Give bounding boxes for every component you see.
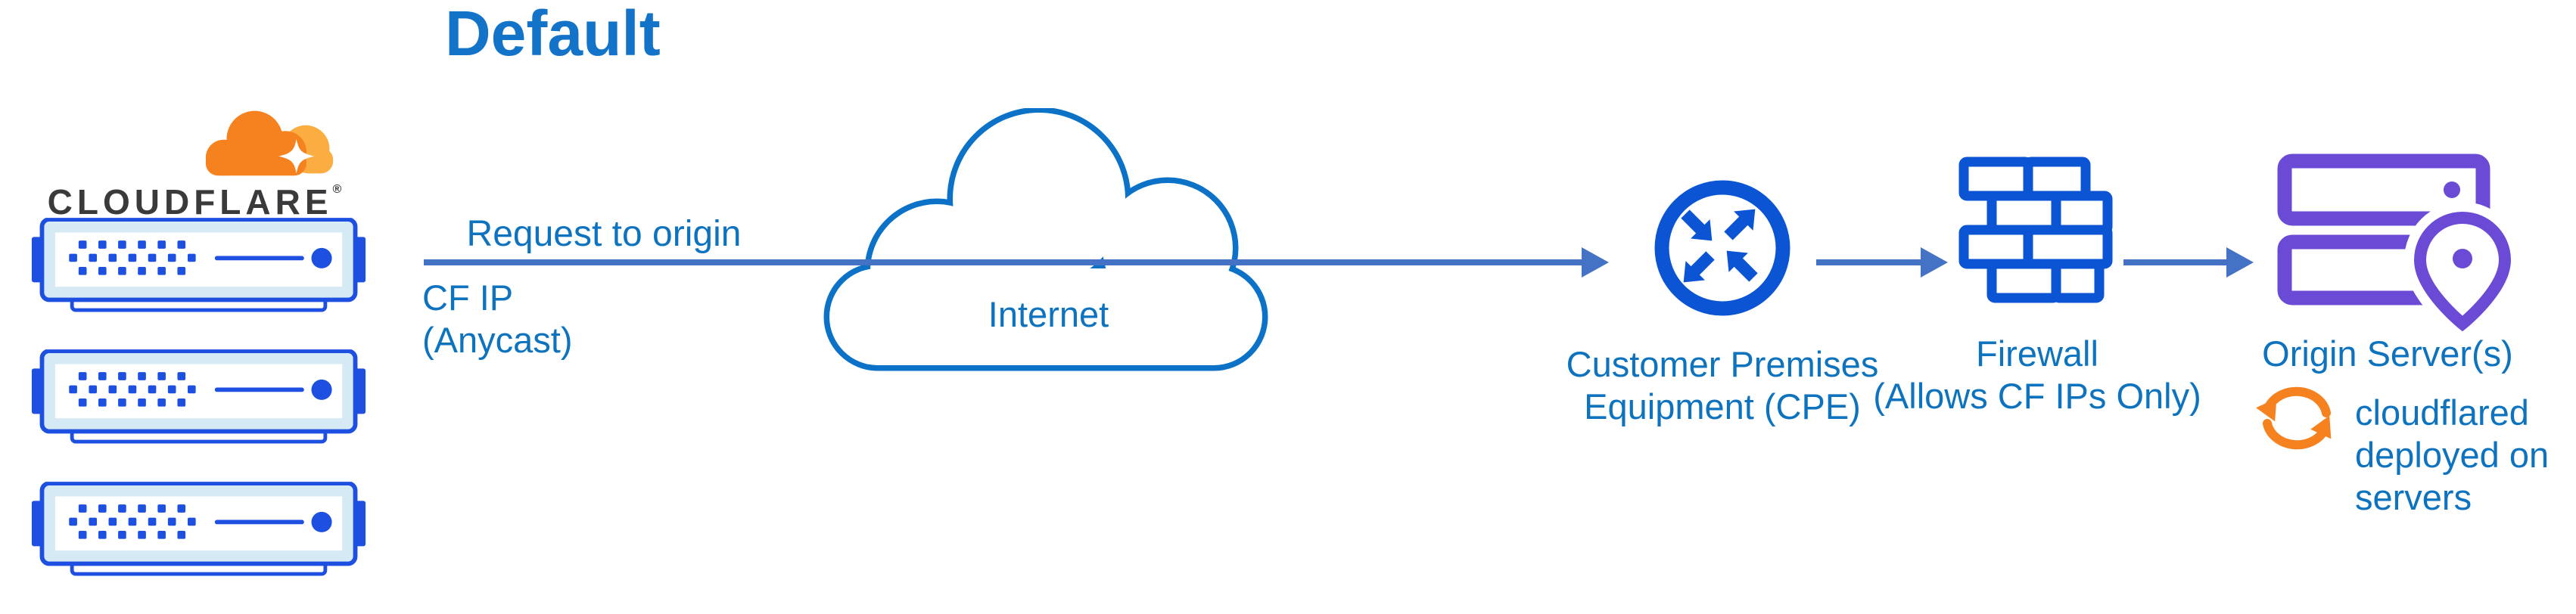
cpe-firewall-arrowhead-icon [1921,247,1948,278]
server-location-pin-icon [2277,154,2512,334]
sync-arrows-icon [2256,386,2332,450]
server-rack-icon [30,349,367,448]
firewall-label: Firewall (Allows CF IPs Only) [1873,333,2201,416]
logo-main-cloud [205,110,307,176]
logo-flare-icon [278,138,315,174]
firewall-origin-arrow-line [2123,259,2228,265]
cf-ip-anycast-label: CF IP (Anycast) [422,278,573,360]
server-rack-icon [30,482,367,580]
page-title: Default [445,0,661,69]
cpe-firewall-arrow-line [1816,259,1922,265]
request-arrow-line [424,259,1583,265]
router-crossed-arrows-icon [1654,180,1790,316]
request-to-origin-label: Request to origin [466,214,742,254]
registered-mark: ® [332,183,342,196]
internet-label: Internet [988,294,1109,334]
origin-server-label: Origin Server(s) [2262,333,2513,374]
cloudflare-wordmark: CLOUDFLARE® [42,181,347,222]
cloudflare-cloud-logo [205,110,334,176]
firewall-origin-arrowhead-icon [2226,247,2254,278]
cloud-icon [823,108,1268,371]
cpe-label: Customer Premises Equipment (CPE) [1566,344,1879,426]
wordmark-text: CLOUDFLARE [47,182,333,222]
cloudflared-note: cloudflared deployed on servers [2355,392,2550,517]
brick-wall-icon [1958,157,2113,303]
server-rack-icon [30,218,367,316]
request-arrowhead-icon [1582,247,1609,278]
